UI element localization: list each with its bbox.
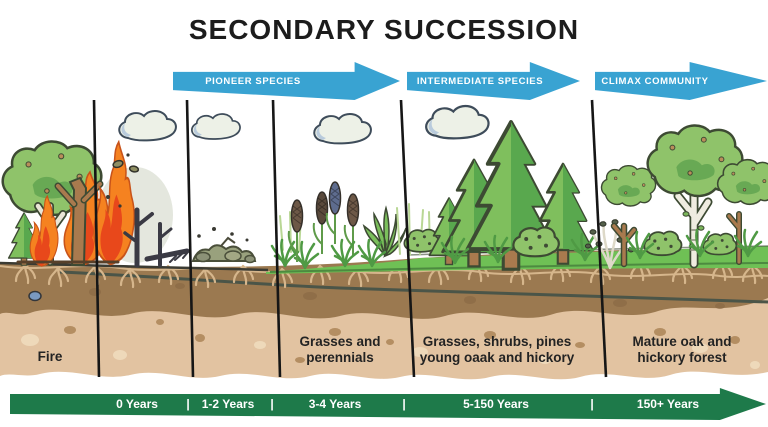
- oak-canopy: [600, 165, 657, 207]
- stage-label-line: Grasses and: [299, 334, 381, 349]
- root-squiggles: [0, 260, 768, 289]
- stage-label-line: perennials: [306, 350, 374, 365]
- grasses-perennials: [270, 181, 407, 270]
- cattail-plant: [312, 191, 329, 255]
- pioneer-species-arrow-label: PIONEER SPECIES: [205, 75, 301, 87]
- oak-canopy: [716, 158, 768, 206]
- timeline-separator: |: [402, 397, 406, 411]
- stage-label-line: Fire: [37, 349, 63, 364]
- stage-dividers: [92, 99, 608, 378]
- cattail-plant: [325, 181, 342, 245]
- oak-trunk-fill: [612, 224, 636, 266]
- fire-flame: [92, 140, 136, 266]
- cloud-icon: [313, 112, 372, 145]
- trunk-leaf: [682, 211, 690, 217]
- burnt-snags: [123, 207, 190, 268]
- shrub: [512, 226, 560, 258]
- burning-forest: [1, 140, 136, 267]
- oak-trunk-fill: [727, 212, 741, 264]
- timeline-segment-150-plus-years: 150+ Years: [636, 397, 700, 411]
- timeline-segment-1-2-years: 1-2 Years: [201, 397, 255, 411]
- subsoil-pebbles: [21, 319, 760, 369]
- thin-grass-stems: [396, 203, 431, 256]
- stage-divider-line: [185, 99, 195, 378]
- timeline-segment-3-4-years: 3-4 Years: [308, 397, 362, 411]
- stage-label-fire: Fire: [20, 349, 80, 365]
- stage-label-grasses-shrubs-pines: Grasses, shrubs, pines young oaak and hi…: [407, 334, 587, 366]
- shrub: [702, 232, 738, 256]
- stage-label-mature-forest: Mature oak and hickory forest: [602, 334, 762, 366]
- grass-tuft: [290, 240, 320, 270]
- topsoil-clumps: [89, 283, 725, 309]
- intermediate-species-arrow-label: INTERMEDIATE SPECIES: [416, 75, 544, 87]
- stage-divider-line: [399, 99, 416, 378]
- cloud-icon: [118, 109, 177, 142]
- mature-forest: [584, 124, 768, 270]
- spiky-bush: [362, 205, 407, 258]
- cloud-icon: [191, 113, 241, 140]
- trunk-branch-fill: [56, 182, 102, 206]
- climax-community-arrow-label: CLIMAX COMMUNITY: [601, 75, 709, 87]
- shrub: [643, 230, 683, 257]
- stage-label-line: hickory forest: [637, 350, 727, 365]
- flying-embers: [106, 153, 140, 208]
- timeline-separator: |: [186, 397, 190, 411]
- stage-label-line: Grasses, shrubs, pines: [422, 334, 572, 349]
- stage-divider-line: [92, 99, 101, 378]
- stage-label-grasses-perennials: Grasses and perennials: [279, 334, 401, 366]
- stage-divider-line: [590, 99, 608, 378]
- timeline-separator: |: [270, 397, 274, 411]
- page-title: SECONDARY SUCCESSION: [188, 14, 580, 45]
- stage-label-line: young oaak and hickory: [419, 350, 575, 365]
- cloud-icon: [425, 104, 490, 140]
- timeline-separator: |: [590, 397, 594, 411]
- clouds: [118, 104, 490, 145]
- timeline-segment-5-150-years: 5-150 Years: [463, 397, 529, 411]
- pine-forest: [396, 120, 600, 272]
- trunk-leaf: [697, 225, 705, 231]
- stage-label-line: Mature oak and: [632, 334, 732, 349]
- buried-dark-line: [59, 270, 768, 304]
- grass-strip-edge: [269, 262, 768, 273]
- blue-pebble: [28, 290, 42, 302]
- stage-divider-line: [271, 99, 282, 378]
- moss-rocks: [191, 227, 257, 264]
- timeline-segment-0-years: 0 Years: [116, 397, 158, 411]
